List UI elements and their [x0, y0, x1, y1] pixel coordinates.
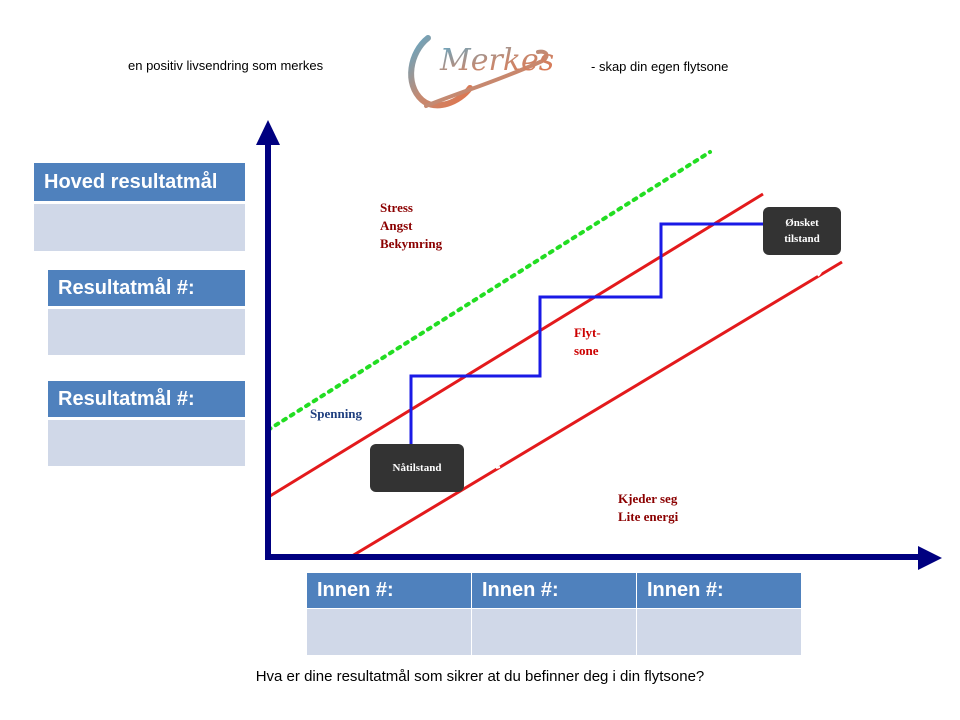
- sub-goal-box-1: Resultatmål #:: [48, 270, 245, 355]
- main-goal-title: Hoved resultatmål: [34, 163, 245, 201]
- current-state-box: Nåtilstand: [370, 444, 464, 492]
- main-goal-input[interactable]: [34, 204, 245, 251]
- timeline-cell-1[interactable]: [306, 608, 472, 656]
- flow-zone-label: Flyt- sone: [574, 325, 601, 358]
- sub-goal-title-1: Resultatmål #:: [48, 270, 245, 306]
- stress-label: Stress Angst Bekymring: [380, 200, 443, 251]
- left-tagline: en positiv livsendring som merkes: [128, 58, 324, 73]
- sub-goal-box-2: Resultatmål #:: [48, 381, 245, 466]
- logo-text: Merkes: [439, 43, 554, 78]
- bottom-question: Hva er dine resultatmål som sikrer at du…: [255, 668, 705, 685]
- desired-state-box: Ønsket tilstand: [763, 207, 841, 255]
- y-axis-arrow: [256, 120, 280, 145]
- right-tagline: - skap din egen flytsone: [591, 59, 729, 74]
- timeline-header-2: Innen #:: [471, 572, 637, 609]
- merkes-logo: Merkes: [408, 35, 554, 109]
- main-goal-box: Hoved resultatmål: [34, 163, 245, 251]
- timeline-cell-2[interactable]: [471, 608, 637, 656]
- dotted-upper-line: [266, 150, 712, 432]
- upper-zone-line: [269, 192, 764, 498]
- timeline-cell-3[interactable]: [636, 608, 802, 656]
- sub-goal-input-1[interactable]: [48, 309, 245, 355]
- tension-label: Spenning: [310, 406, 363, 421]
- timeline-header-3: Innen #:: [636, 572, 802, 609]
- x-axis-arrow: [918, 546, 942, 570]
- sub-goal-input-2[interactable]: [48, 420, 245, 466]
- progress-staircase-path: [409, 222, 765, 447]
- lower-zone-line: [351, 260, 843, 558]
- boredom-label: Kjeder seg Lite energi: [618, 491, 679, 524]
- sub-goal-title-2: Resultatmål #:: [48, 381, 245, 417]
- timeline-table: Innen #: Innen #: Innen #:: [306, 572, 802, 656]
- timeline-header-1: Innen #:: [306, 572, 472, 609]
